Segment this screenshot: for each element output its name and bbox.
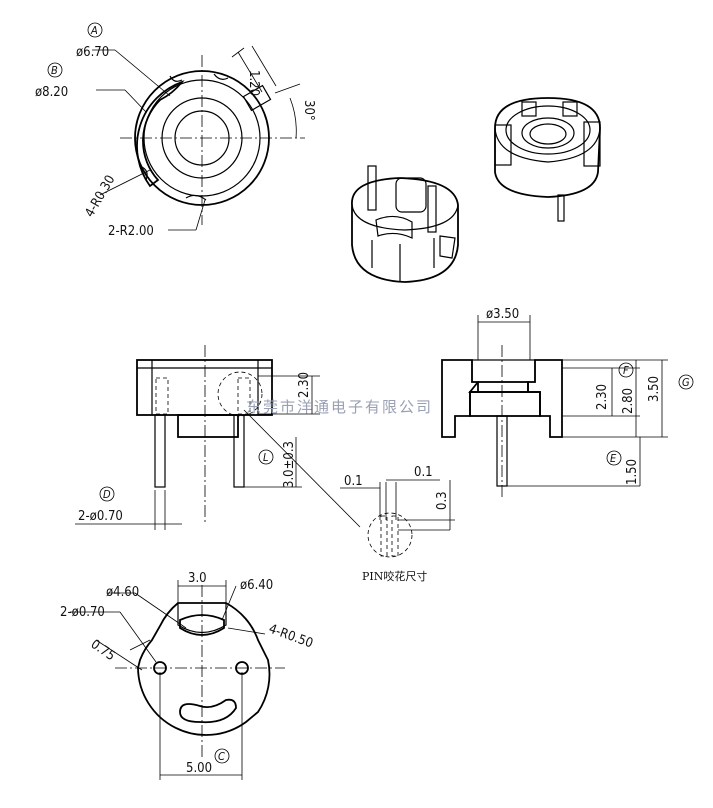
- top-notch-radius: 4-R0.30: [82, 173, 118, 220]
- top-outer-ring: [136, 80, 185, 188]
- section-view: ø3.50 2.30 2.80 3.50 1.50 F G E: [441, 307, 694, 500]
- top-dia-outer: ø8.20: [35, 85, 68, 100]
- bottom-radius: 4-R0.50: [267, 622, 315, 652]
- bottom-view: 3.0 ø4.60 ø6.40 2-ø0.70 0.75 4-R0.50 5.0…: [60, 571, 315, 780]
- front-view: 2.30 3.0±0.3 L 2-ø0.70 D: [75, 345, 361, 530]
- top-slot-width: 1.20: [246, 70, 261, 96]
- bottom-pin-dia: 2-ø0.70: [60, 605, 105, 620]
- label-f: F: [623, 364, 629, 377]
- front-pin-length: 3.0±0.3: [282, 441, 297, 488]
- pin-detail-caption: PIN咬花尺寸: [362, 569, 427, 583]
- section-pin: [496, 415, 508, 487]
- section-right-wall: [527, 359, 563, 438]
- front-pin-height-small: 2.30: [297, 372, 312, 398]
- pin-detail-d: 0.3: [435, 491, 450, 510]
- label-d: D: [103, 488, 111, 501]
- front-pin-left: [154, 414, 166, 488]
- label-e: E: [610, 452, 617, 465]
- bottom-outline: [137, 602, 271, 736]
- bottom-slot: [179, 698, 237, 724]
- pin-detail: 0.1 0.1 0.3 PIN咬花尺寸: [340, 465, 455, 583]
- top-bore-circle: [174, 110, 230, 166]
- watermark: 东莞市洋通电子有限公司: [246, 398, 433, 416]
- top-view: A ø6.70 B ø8.20 1.20 30° 4-R0.30 2-R2.00: [35, 22, 316, 239]
- top-slot-angle: 30°: [301, 100, 316, 121]
- pin-detail-w2: 0.1: [414, 465, 433, 480]
- section-h3: 3.50: [647, 376, 662, 402]
- top-slot: [242, 84, 272, 112]
- top-outer-circle: [134, 70, 270, 206]
- label-b: B: [51, 64, 58, 77]
- top-mid-circle: [143, 79, 261, 197]
- label-a: A: [90, 24, 98, 37]
- pin-detail-w1: 0.1: [344, 474, 363, 489]
- section-bore-dia: ø3.50: [486, 307, 519, 322]
- section-left-wall: [441, 359, 479, 438]
- section-pin-len: 1.50: [625, 459, 640, 485]
- bottom-pitch: 5.00: [186, 761, 212, 776]
- top-dia-inner: ø6.70: [76, 45, 109, 60]
- label-c: C: [218, 750, 225, 763]
- section-h1: 2.30: [595, 384, 610, 410]
- label-l: L: [263, 451, 269, 464]
- top-groove-radius: 2-R2.00: [108, 224, 154, 239]
- bottom-dia-a: ø4.60: [106, 585, 139, 600]
- bottom-offset: 0.75: [88, 637, 118, 664]
- bottom-dia-b: ø6.40: [240, 578, 273, 593]
- top-inner-circle: [161, 97, 243, 179]
- front-pin-dia: 2-ø0.70: [78, 509, 123, 524]
- iso-view-top: [494, 97, 601, 222]
- iso-view-pins-up: [351, 165, 459, 283]
- front-pin-right: [233, 414, 245, 488]
- bottom-slot-width: 3.0: [188, 571, 207, 586]
- label-g: G: [682, 376, 690, 389]
- section-h2: 2.80: [621, 388, 636, 414]
